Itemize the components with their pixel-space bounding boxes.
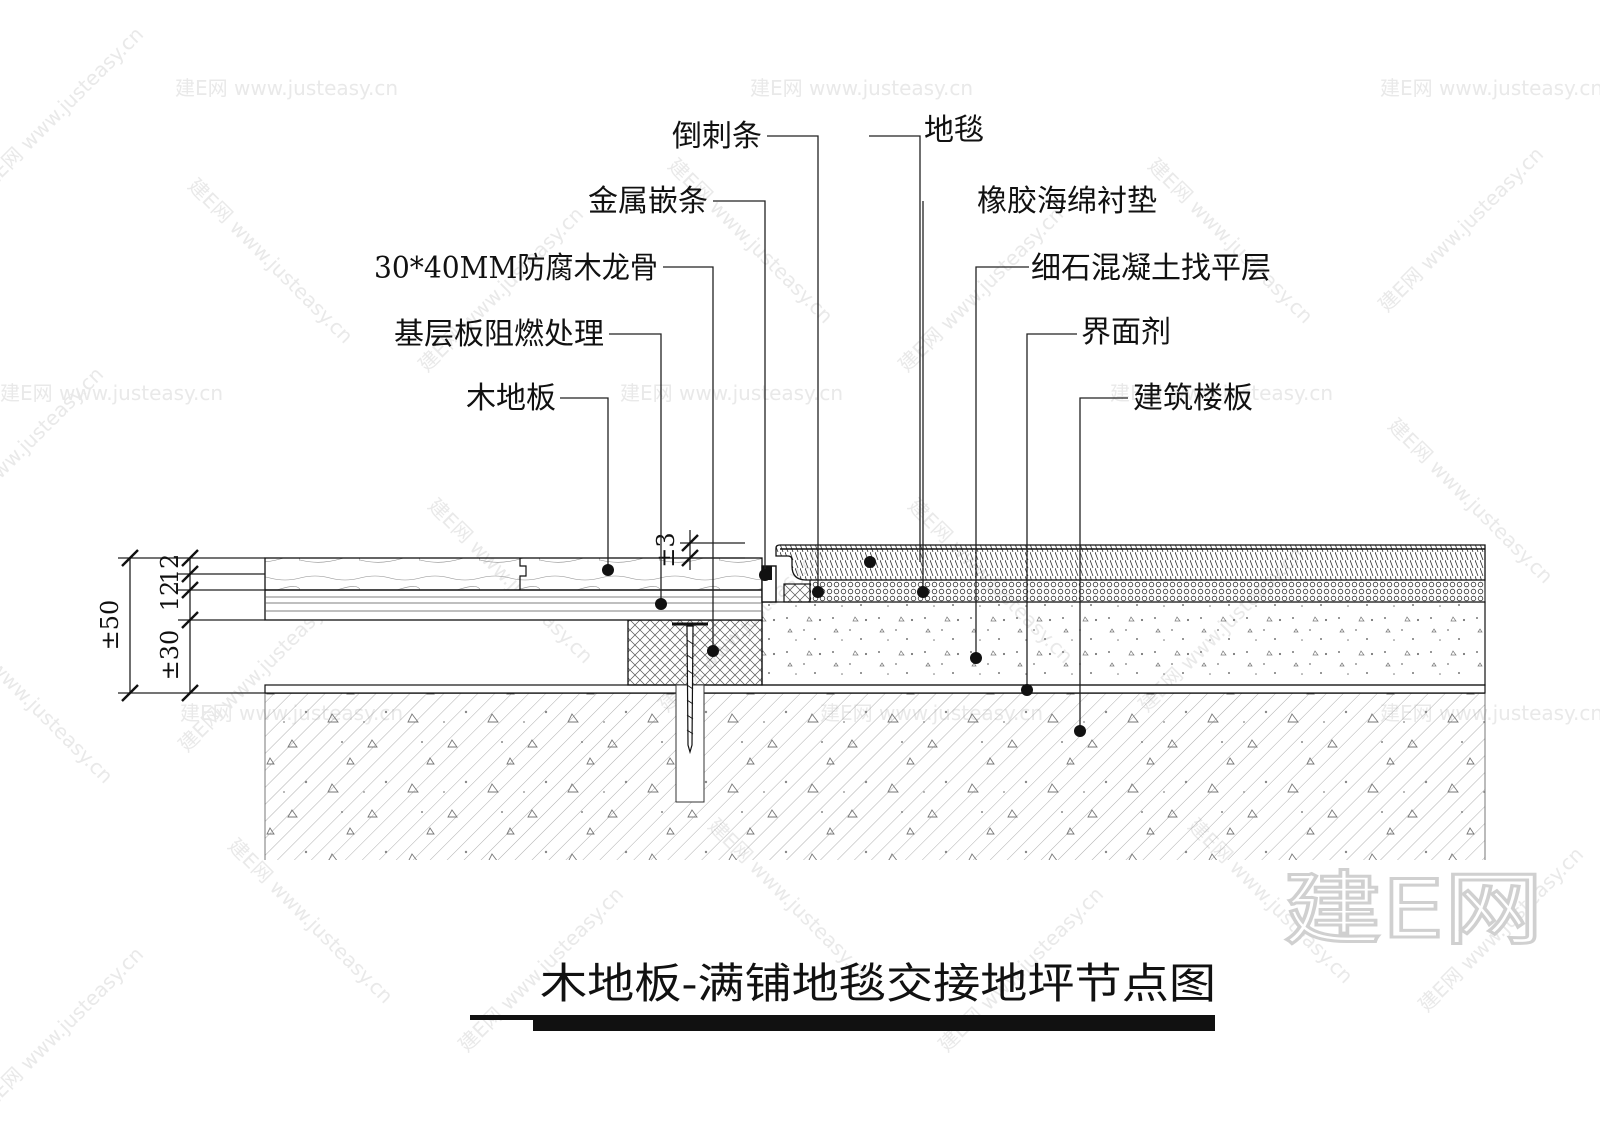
brand-logo: 建E网 xyxy=(1283,863,1543,956)
wood-joist xyxy=(627,619,763,686)
dimension-lines xyxy=(118,530,745,702)
tongue-groove-joint xyxy=(519,558,527,590)
title-underline-thick xyxy=(533,1020,1215,1031)
watermark-text: 建E网 www.justeasy.cn xyxy=(620,381,843,405)
watermark-text: 建E网 www.justeasy.cn xyxy=(0,381,223,405)
dimension-board-a: 12 xyxy=(156,554,184,585)
watermark-text: 建E网 www.justeasy.cn xyxy=(750,76,973,100)
watermark-text: 建E网 www.justeasy.cn xyxy=(1143,153,1318,328)
label-base-board: 基层板阻燃处理 xyxy=(394,317,604,352)
label-fine-stone-screed: 细石混凝土找平层 xyxy=(1031,251,1271,286)
watermark-text: 建E网 www.justeasy.cn xyxy=(0,22,148,197)
floor-section xyxy=(264,544,1486,860)
fine-stone-screed xyxy=(761,601,1486,686)
watermark-text: 建E网 www.justeasy.cn xyxy=(183,173,358,348)
label-barb-strip: 倒刺条 xyxy=(672,119,762,154)
watermark-text: 建E网 www.justeasy.cn xyxy=(663,153,838,328)
watermark-text: 建E网 www.justeasy.cn xyxy=(1110,381,1333,405)
label-wood-joist: 30*40MM防腐木龙骨 xyxy=(374,251,658,286)
label-metal-strip: 金属嵌条 xyxy=(588,184,708,219)
label-carpet: 地毯 xyxy=(924,113,984,148)
interface-agent-layer xyxy=(264,684,1486,694)
carpet xyxy=(775,544,1486,581)
wood-floor-board xyxy=(264,557,763,591)
watermark-text: 建E网 www.justeasy.cn xyxy=(1380,76,1600,100)
label-building-slab: 建筑楼板 xyxy=(1133,381,1253,416)
watermark-text: 建E网 www.justeasy.cn xyxy=(1373,142,1548,317)
dimension-board-b: 12 xyxy=(156,581,184,612)
label-rubber-foam-pad: 橡胶海绵衬垫 xyxy=(977,184,1157,219)
nail-icon xyxy=(672,622,708,803)
leader-lines xyxy=(560,135,1128,731)
building-slab-stones xyxy=(265,693,1485,860)
base-board xyxy=(264,589,763,621)
watermark-text: 建E网 www.justeasy.cn xyxy=(175,76,398,100)
drawing-title: 木地板-满铺地毯交接地坪节点图 xyxy=(540,959,1216,1008)
label-interface-agent: 界面剂 xyxy=(1081,315,1171,350)
rubber-foam-pad xyxy=(809,579,1486,603)
dimension-total: ±50 xyxy=(96,600,124,651)
dimension-top-gap: ±3 xyxy=(652,532,680,567)
leader-dots xyxy=(602,556,1086,737)
label-wood-floor: 木地板 xyxy=(466,381,556,416)
barb-strip xyxy=(783,583,811,603)
watermark-text: 建E网 www.justeasy.cn xyxy=(0,942,148,1117)
title-underline-thin xyxy=(470,1015,1215,1020)
dimension-joist: ±30 xyxy=(156,630,184,681)
